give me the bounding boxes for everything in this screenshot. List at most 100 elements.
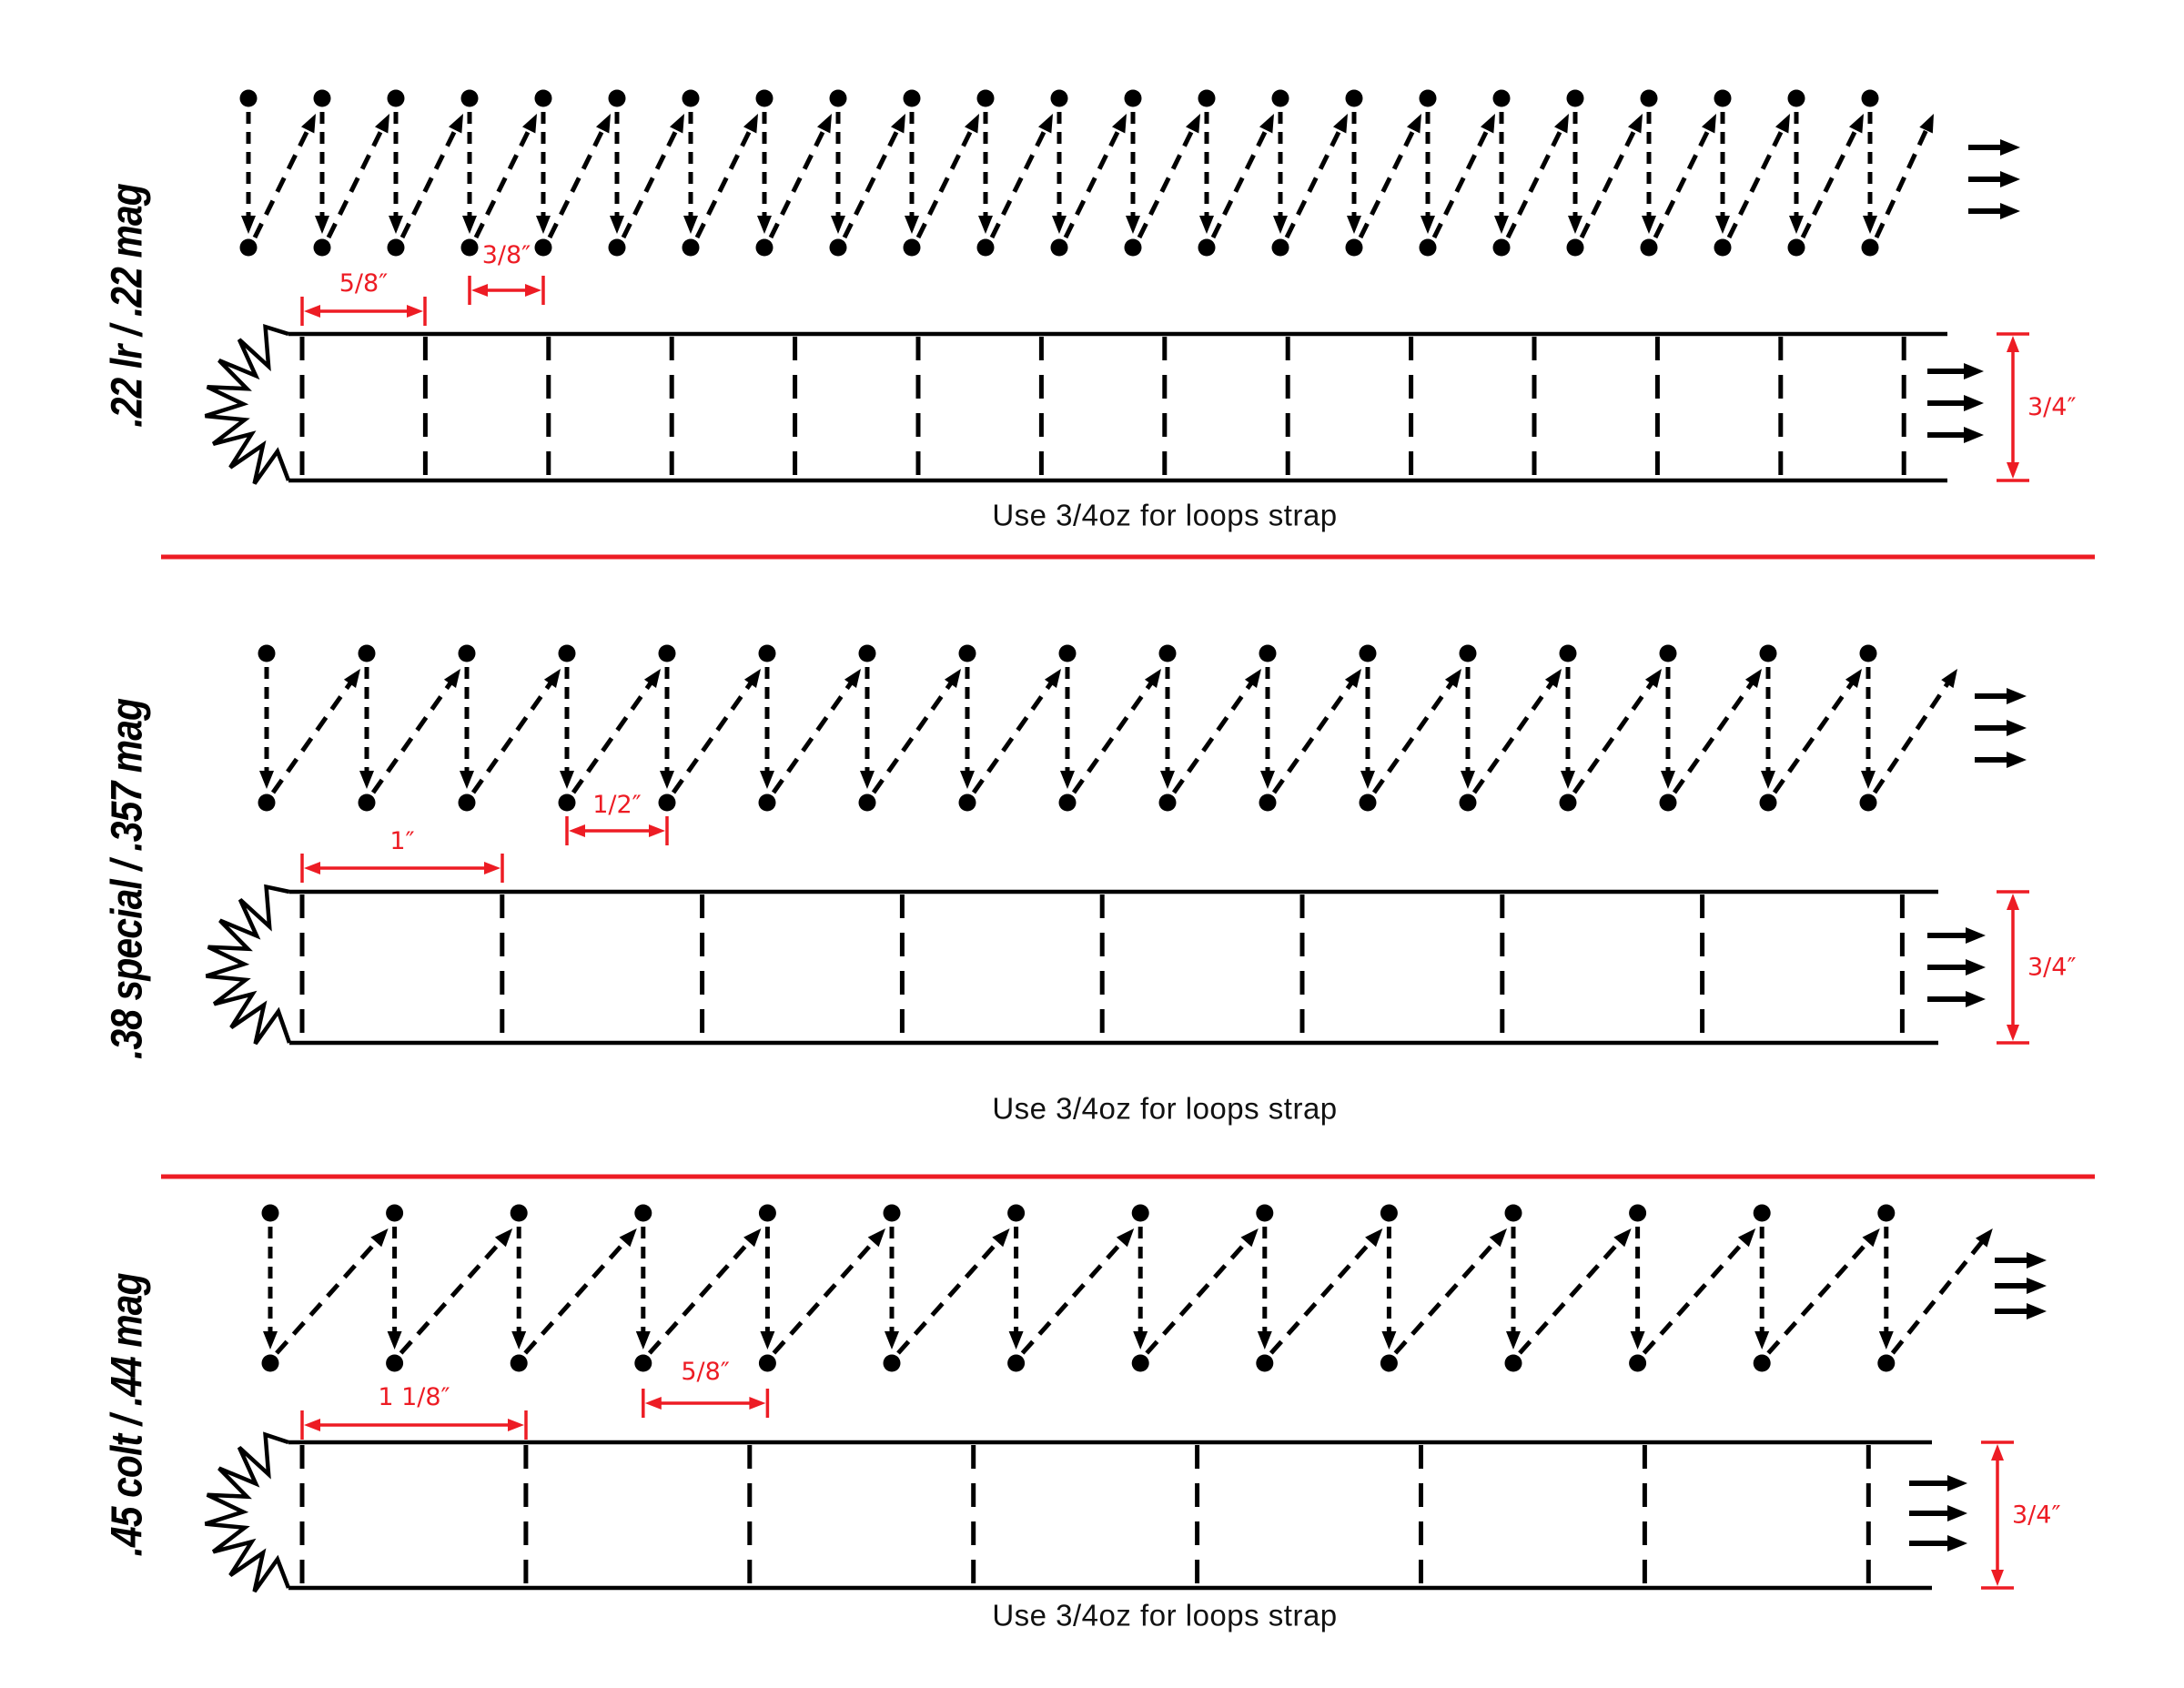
stitch-dot-bottom <box>1345 238 1363 257</box>
stitch-arrow-up <box>621 121 682 239</box>
continue-arrows-strap <box>1909 1475 1967 1552</box>
stitch-arrow-up-head <box>1365 1228 1383 1248</box>
stitch-arrow-up-head <box>1344 669 1361 688</box>
stitch-arrow-up <box>1284 121 1346 239</box>
stitch-dot-bottom <box>358 793 376 812</box>
stitch-dot-top <box>358 644 376 662</box>
stitch-dot-top <box>1559 644 1577 662</box>
stitch-arrow-down-head <box>610 216 624 234</box>
stitch-dot-top <box>1459 644 1477 662</box>
stitch-dot-bottom <box>1861 238 1879 257</box>
stitch-arrow-down-head <box>1133 1331 1148 1349</box>
stitch-dot-bottom <box>1566 238 1584 257</box>
stitch-dot-top <box>1345 89 1363 107</box>
continue-arrow-head <box>1964 395 1984 411</box>
stitch-dot-top <box>386 1204 404 1222</box>
leather-weight-note: Use 3/4oz for loops strap <box>992 1092 1337 1126</box>
dimension-horizontal: 5/8″ <box>642 1358 770 1418</box>
stitch-arrow-up-head <box>1332 114 1348 134</box>
stitch-dot-bottom <box>1259 793 1277 812</box>
dimension-horizontal: 5/8″ <box>300 269 427 326</box>
stitch-dot-top <box>1714 89 1732 107</box>
stitch-arrow-down-head <box>387 1331 402 1349</box>
stitch-arrow-down-head <box>1494 216 1509 234</box>
stitch-arrow-down-head <box>635 1331 651 1349</box>
stitch-dot-bottom <box>829 238 847 257</box>
stitch-arrow-up-head <box>619 1228 637 1248</box>
stitch-arrow-down-head <box>860 771 875 789</box>
stitch-dot-top <box>558 644 576 662</box>
stitch-arrow-up <box>1653 121 1714 239</box>
stitch-arrow-up-head <box>1244 669 1261 688</box>
stitch-arrow-up-head <box>1701 114 1716 134</box>
stitch-arrow-up <box>1371 675 1458 794</box>
stitch-pattern <box>258 644 1957 812</box>
stitch-dot-top <box>1271 89 1289 107</box>
stitch-arrow-down-head <box>683 216 698 234</box>
stitch-arrow-up-head <box>743 1228 762 1248</box>
dim-arrowhead <box>749 1397 766 1410</box>
dim-arrowhead <box>304 305 320 318</box>
dim-arrowhead <box>2007 462 2019 479</box>
stitch-arrow-up <box>399 121 461 239</box>
stitch-dot-top <box>758 1204 776 1222</box>
stitch-arrow-up-head <box>743 669 761 688</box>
stitch-dot-bottom <box>1714 238 1732 257</box>
stitch-dot-bottom <box>1492 238 1511 257</box>
stitch-dot-bottom <box>258 793 276 812</box>
stitch-dot-top <box>1787 89 1805 107</box>
stitch-arrow-down-head <box>885 1331 899 1349</box>
dim-label: 3/8″ <box>482 241 531 269</box>
stitch-dot-bottom <box>1459 793 1477 812</box>
dim-arrowhead <box>2007 894 2019 910</box>
stitch-arrow-down-head <box>1863 216 1877 234</box>
stitch-arrow-up <box>1271 675 1358 794</box>
stitch-arrow-down-head <box>511 1331 527 1349</box>
stitch-arrow-up <box>671 675 757 794</box>
stitch-arrow-down-head <box>1360 771 1375 789</box>
stitch-dot-bottom <box>903 238 921 257</box>
stitch-arrow-down-head <box>1661 771 1675 789</box>
stitch-dot-bottom <box>1007 1354 1026 1372</box>
continue-arrow-head <box>1966 959 1986 975</box>
dim-arrowhead <box>2007 1025 2019 1041</box>
continue-arrow-head <box>2007 720 2027 736</box>
loop-strap <box>204 1431 1932 1593</box>
stitch-arrow-up <box>871 675 957 794</box>
stitch-arrow-up <box>1579 121 1641 239</box>
stitch-arrow-up <box>1358 121 1420 239</box>
stitch-dot-bottom <box>858 793 876 812</box>
stitch-dot-top <box>1659 644 1677 662</box>
stitch-dot-top <box>858 644 876 662</box>
stitch-arrow-up-head <box>1737 1228 1756 1248</box>
continue-arrow-head <box>2000 171 2020 187</box>
stitch-dot-bottom <box>755 238 774 257</box>
stitch-arrow-up-head <box>1774 114 1790 134</box>
dim-arrowhead <box>649 824 665 837</box>
stitch-arrow-up-head <box>1976 1228 1993 1248</box>
stitch-arrow-up-head <box>816 114 832 134</box>
stitch-dot-top <box>534 89 552 107</box>
stitch-dot-bottom <box>1131 1354 1149 1372</box>
stitch-dot-top <box>1131 1204 1149 1222</box>
stitch-arrow-up <box>1137 121 1198 239</box>
stitch-dot-bottom <box>658 793 676 812</box>
leather-weight-note: Use 3/4oz for loops strap <box>992 1599 1337 1632</box>
stitch-arrow-down-head <box>978 216 993 234</box>
stitch-dot-top <box>460 89 479 107</box>
stitch-arrow-down-head <box>1008 1331 1024 1349</box>
stitch-dot-bottom <box>458 793 476 812</box>
stitch-arrow-down-head <box>1568 216 1582 234</box>
loop-strap <box>204 323 1947 485</box>
stitch-arrow-down-head <box>259 771 274 789</box>
stitch-arrow-up-head <box>1116 1228 1135 1248</box>
stitch-dot-top <box>1256 1204 1274 1222</box>
stitch-arrow-down-head <box>1347 216 1361 234</box>
continue-arrow-head <box>2027 1303 2047 1319</box>
dim-label: 3/4″ <box>2027 954 2077 982</box>
stitch-arrow-up-head <box>1185 114 1200 134</box>
stitch-arrow-down-head <box>1715 216 1730 234</box>
stitch-arrow-up <box>1872 675 1954 794</box>
stitch-arrow-up <box>1269 1234 1378 1355</box>
